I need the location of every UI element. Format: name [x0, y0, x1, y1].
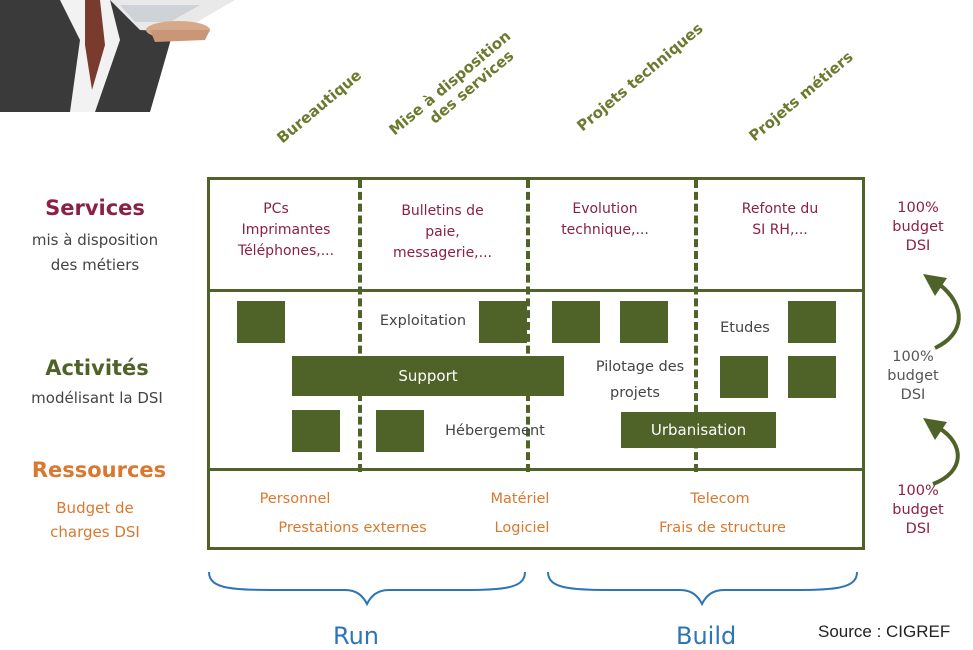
- column-header-line: Projets métiers: [745, 47, 857, 145]
- subtitle-line: charges DSI: [50, 523, 140, 541]
- cell-line: PCs: [263, 201, 289, 217]
- column-divider-2: [526, 180, 530, 472]
- budget-line: DSI: [905, 521, 931, 537]
- curved-arrow-icon: [923, 274, 961, 350]
- run-brace: [208, 571, 526, 606]
- budget-line: budget: [892, 502, 944, 518]
- budget-line: budget: [892, 219, 944, 235]
- build-label: Build: [676, 622, 737, 650]
- cell-line: messagerie,...: [393, 245, 492, 261]
- activity-pilotage: Pilotage des projets: [575, 354, 705, 406]
- column-header-projets-techniques: Projets techniques: [573, 19, 707, 135]
- activity-block: [479, 301, 527, 343]
- budget-label-activites: 100% budget DSI: [873, 348, 953, 405]
- cell-line: Evolution: [572, 201, 638, 217]
- column-header-line: Mise à disposition: [385, 26, 515, 139]
- resource-logiciel: Logiciel: [494, 520, 550, 536]
- services-cell-mise-a-disposition: Bulletins de paie, messagerie,...: [370, 201, 515, 264]
- subtitle-line: mis à disposition: [31, 231, 159, 249]
- activity-hebergement: Hébergement: [445, 423, 545, 439]
- diagram-frame: [207, 177, 865, 550]
- activity-urbanisation-bar: Urbanisation: [621, 412, 776, 448]
- source-caption: Source : CIGREF: [818, 622, 951, 641]
- activity-support-label: Support: [398, 367, 458, 385]
- row-divider-bottom: [207, 468, 865, 471]
- row-divider-top: [207, 289, 865, 292]
- layer-subtitle-services: mis à disposition des métiers: [0, 228, 195, 278]
- activity-block: [237, 301, 285, 343]
- budget-line: DSI: [905, 238, 931, 254]
- services-cell-bureautique: PCs Imprimantes Téléphones,...: [216, 199, 356, 262]
- resource-telecom: Telecom: [690, 491, 750, 507]
- layer-subtitle-ressources: Budget de charges DSI: [0, 496, 195, 544]
- cell-line: projets: [610, 385, 660, 401]
- budget-label-services: 100% budget DSI: [878, 199, 958, 256]
- budget-line: 100%: [892, 349, 934, 365]
- cell-line: Bulletins de: [401, 203, 484, 219]
- cell-line: SI RH,...: [752, 222, 808, 238]
- services-cell-projets-metiers: Refonte du SI RH,...: [710, 199, 850, 241]
- cell-line: Pilotage des: [595, 359, 685, 375]
- resource-personnel: Personnel: [259, 491, 331, 507]
- budget-label-ressources: 100% budget DSI: [878, 482, 958, 539]
- column-divider-3: [694, 180, 698, 472]
- column-header-bureautique: Bureautique: [273, 66, 365, 147]
- layer-title-services: Services: [45, 196, 145, 220]
- activity-block: [788, 301, 836, 343]
- column-header-line: Projets techniques: [573, 19, 707, 135]
- activity-block: [720, 356, 768, 398]
- column-divider-1: [358, 180, 362, 472]
- cell-line: Imprimantes: [241, 222, 331, 238]
- layer-subtitle-activites: modélisant la DSI: [0, 386, 197, 411]
- budget-line: budget: [887, 368, 939, 384]
- activity-block: [552, 301, 600, 343]
- services-cell-projets-techniques: Evolution technique,...: [535, 199, 675, 241]
- subtitle-line: Budget de: [56, 499, 134, 517]
- resource-materiel: Matériel: [490, 491, 550, 507]
- curved-arrow-icon: [923, 418, 960, 486]
- column-header-mise-a-disposition: Mise à disposition des services: [385, 26, 525, 152]
- resource-frais: Frais de structure: [659, 520, 786, 536]
- layer-title-ressources: Ressources: [31, 458, 167, 482]
- activity-urbanisation-label: Urbanisation: [650, 421, 747, 439]
- activity-block: [620, 301, 668, 343]
- subtitle-line: des métiers: [50, 256, 140, 274]
- budget-line: DSI: [900, 387, 926, 403]
- budget-line: 100%: [897, 483, 939, 499]
- activity-block: [292, 410, 340, 452]
- activity-exploitation: Exploitation: [379, 313, 467, 329]
- activity-etudes: Etudes: [720, 320, 770, 336]
- run-label: Run: [333, 622, 380, 650]
- column-header-projets-metiers: Projets métiers: [745, 47, 857, 145]
- activity-block: [376, 410, 424, 452]
- resource-prestations: Prestations externes: [278, 520, 427, 536]
- cell-line: Refonte du: [741, 201, 819, 217]
- person-laptop-photo: [0, 0, 250, 112]
- build-brace: [547, 571, 858, 606]
- cell-line: technique,...: [561, 222, 649, 238]
- budget-line: 100%: [897, 200, 939, 216]
- subtitle-line: modélisant la DSI: [31, 389, 163, 407]
- activity-block: [788, 356, 836, 398]
- column-header-line: Bureautique: [273, 66, 365, 147]
- layer-title-activites: Activités: [45, 356, 149, 380]
- column-header-line: des services: [425, 46, 518, 128]
- cell-line: paie,: [425, 224, 460, 240]
- cell-line: Téléphones,...: [237, 243, 335, 259]
- activity-support-bar: Support: [292, 356, 564, 396]
